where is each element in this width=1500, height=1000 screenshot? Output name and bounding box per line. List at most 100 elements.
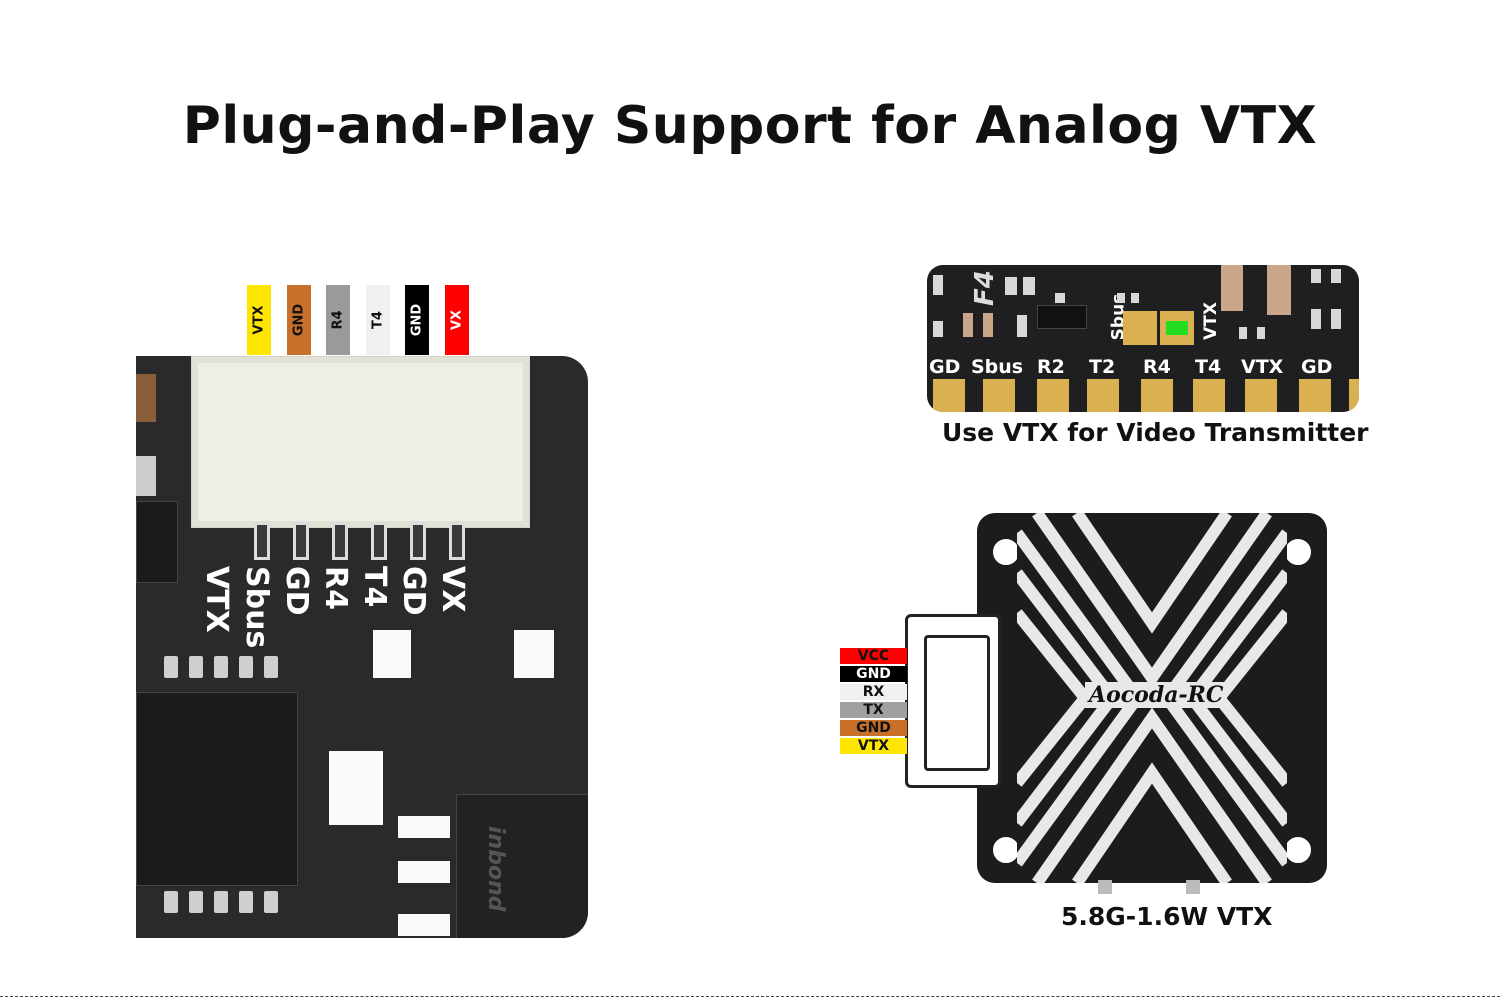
connector-pin: [371, 522, 387, 560]
vtx-wire: VTX: [840, 738, 907, 754]
antenna-tab: [1098, 880, 1112, 894]
wire-tag: R4: [326, 285, 350, 355]
wire-label: T4: [370, 311, 386, 329]
vtx-brand: Aocoda-RC: [1085, 682, 1228, 708]
capacitor: [963, 313, 973, 337]
solder-pad: [1087, 379, 1119, 412]
solder-pad: [398, 914, 450, 936]
solder-pad: [983, 379, 1015, 412]
vtx-caption: 5.8G-1.6W VTX: [1061, 902, 1273, 931]
chip-lead: [264, 891, 278, 913]
pin-label-vx: VX: [435, 566, 470, 613]
chip-lead: [214, 656, 228, 678]
divider: [0, 996, 1500, 997]
wire-tag: VX: [445, 285, 469, 355]
ic-chip: [136, 501, 178, 583]
chip-lead: [239, 891, 253, 913]
capacitor: [983, 313, 993, 337]
vtx-wire: RX: [840, 684, 907, 700]
wire-tag: VTX: [247, 285, 271, 355]
solder-pad: [398, 861, 450, 883]
solder-pad: [398, 816, 450, 838]
chip-lead: [164, 891, 178, 913]
chip-lead: [214, 891, 228, 913]
flight-controller-closeup: VTX Sbus GD R4 T4 GD VX inbond: [136, 356, 588, 938]
wire-label: VX: [449, 309, 465, 331]
chip-lead: [189, 656, 203, 678]
page-title: Plug-and-Play Support for Analog VTX: [182, 96, 1318, 156]
smd-component: [1331, 269, 1341, 283]
fc-caption: Use VTX for Video Transmitter: [942, 418, 1369, 447]
vtx-wire: TX: [840, 702, 907, 718]
solder-pad: [1245, 379, 1277, 412]
smd-component: [1023, 277, 1035, 295]
connector-pin: [293, 522, 309, 560]
smd-component: [1311, 269, 1321, 283]
pad-label: GD: [1301, 356, 1333, 378]
pad-label: R4: [1143, 356, 1171, 378]
smd-component: [1239, 327, 1247, 339]
smd-component: [933, 275, 943, 295]
pad-label: VTX: [1241, 356, 1284, 378]
wire-label: VTX: [251, 305, 267, 335]
solder-pad: [1299, 379, 1331, 412]
vtx-wire: VCC: [840, 648, 907, 664]
solder-pad: [1123, 311, 1157, 345]
fc-pad-strip: F4 Sbus VTX GD Sbus R2 T2 R4 T4 VTX GD: [927, 265, 1359, 412]
vtx-wire: GND: [840, 666, 907, 682]
connector-pin: [410, 522, 426, 560]
wire-label: GND: [409, 303, 425, 337]
solder-pad: [1037, 379, 1069, 412]
smd-component: [1005, 277, 1017, 295]
solder-pad: [1193, 379, 1225, 412]
smd-component: [1055, 293, 1065, 303]
pad-label: R2: [1037, 356, 1065, 378]
ic-chip: [136, 692, 298, 886]
connector-socket: [924, 635, 990, 771]
pad-label: Sbus: [971, 356, 1024, 378]
connector-pin: [254, 522, 270, 560]
capacitor: [1221, 265, 1243, 311]
wire-label: R4: [330, 310, 346, 330]
smd-component: [933, 321, 943, 337]
solder-pad: [1349, 379, 1359, 412]
chip-lead: [189, 891, 203, 913]
vtx-connector: [905, 614, 1001, 788]
smd-component: [1311, 309, 1321, 329]
pad-label: GD: [929, 356, 961, 378]
capacitor: [136, 374, 156, 422]
jst-connector: [191, 356, 530, 528]
smd-component: [136, 456, 156, 496]
chip-lead: [264, 656, 278, 678]
solder-pad: [1141, 379, 1173, 412]
silk-vtx: VTX: [1200, 302, 1221, 340]
smd-component: [1331, 309, 1341, 329]
smd-component: [1017, 315, 1027, 337]
pad-label: T2: [1089, 356, 1116, 378]
solder-pad: [933, 379, 965, 412]
smd-component: [1131, 293, 1139, 303]
chip-lead: [239, 656, 253, 678]
wire-label: GND: [291, 303, 307, 337]
flash-chip: [456, 794, 588, 938]
solder-pad: [329, 751, 383, 825]
silk-f4: F4: [970, 270, 1000, 306]
smd-component: [1257, 327, 1265, 339]
chip-marking: inbond: [483, 826, 508, 912]
chip-lead: [164, 656, 178, 678]
vtx-highlight: [1166, 321, 1188, 335]
pad-label: T4: [1195, 356, 1222, 378]
connector-pin: [449, 522, 465, 560]
wire-tag: GND: [405, 285, 429, 355]
solder-pad: [373, 630, 411, 678]
wire-tag: T4: [366, 285, 390, 355]
smd-component: [1117, 293, 1125, 303]
antenna-tab: [1186, 880, 1200, 894]
capacitor: [1267, 265, 1291, 315]
solder-pad: [514, 630, 554, 678]
vtx-solder-pad: [1160, 311, 1194, 345]
pin-label-r4: R4: [318, 566, 353, 610]
transistor: [1037, 305, 1087, 329]
vtx-wire: GND: [840, 720, 907, 736]
wire-tag: GND: [287, 285, 311, 355]
